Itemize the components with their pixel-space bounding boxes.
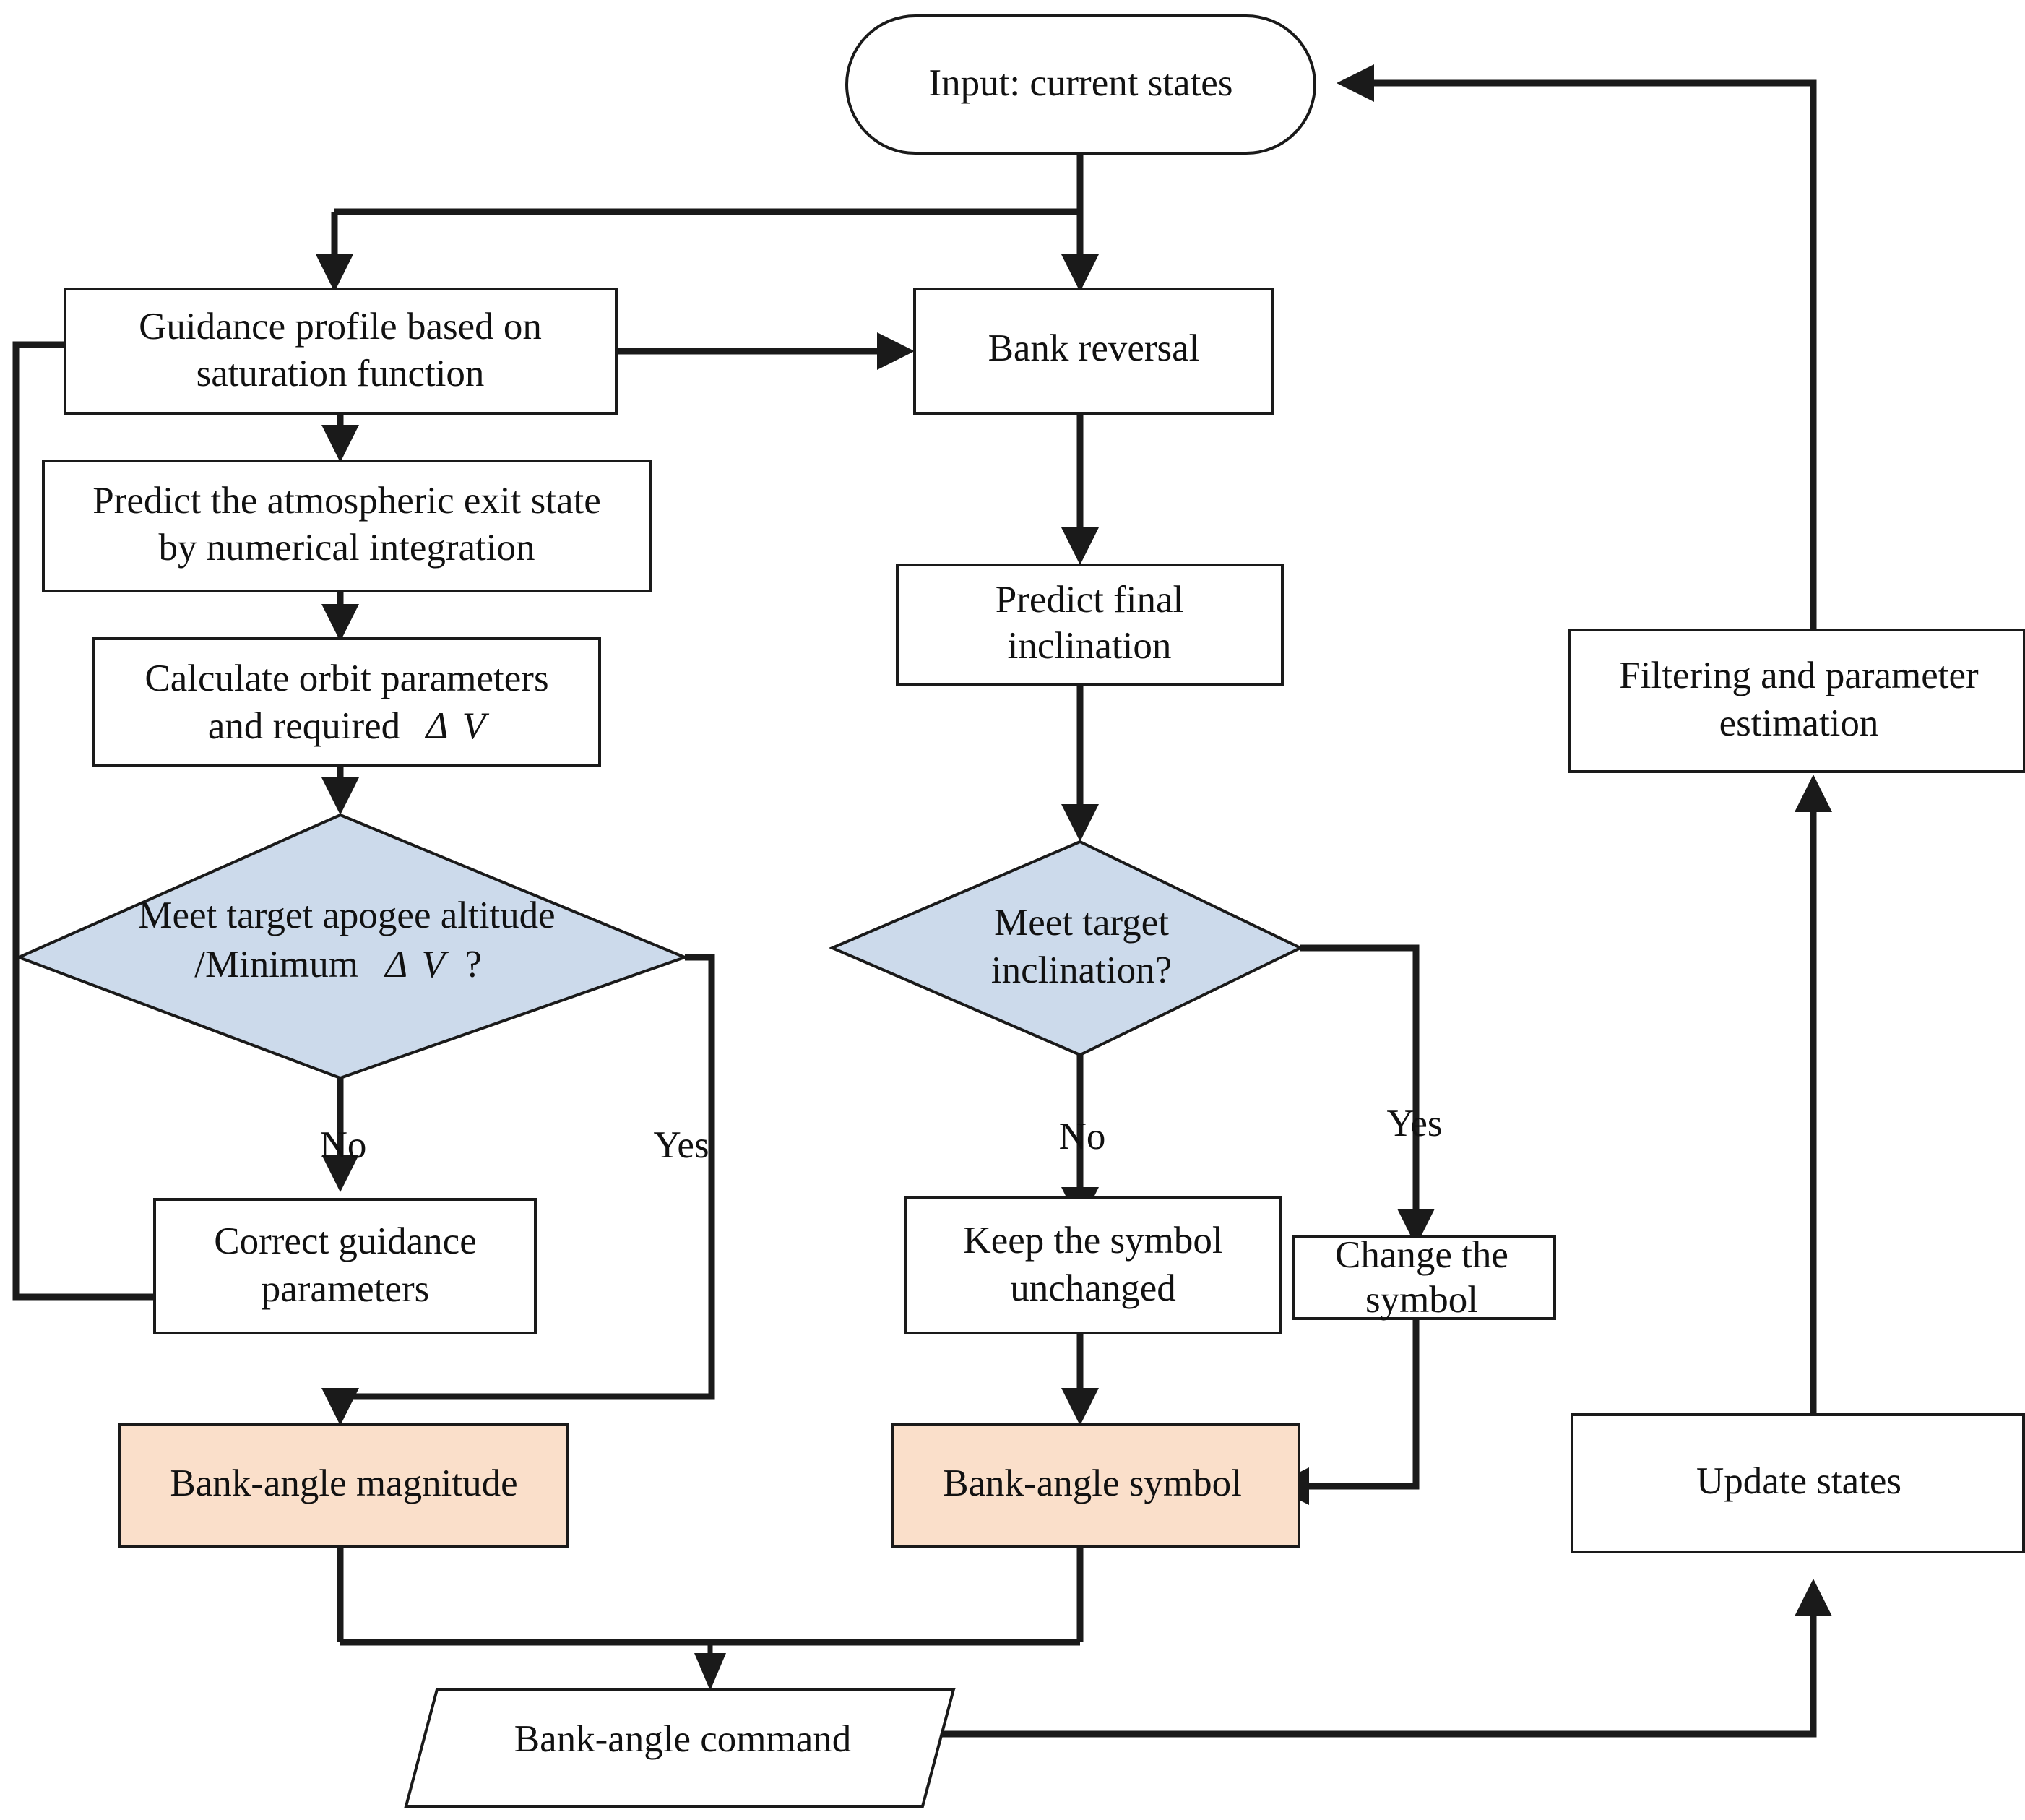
node-bank-angle-magnitude[interactable]: Bank-angle magnitude: [118, 1423, 569, 1548]
node-bank-angle-command[interactable]: Bank-angle command: [404, 1688, 956, 1808]
decision-inclination-label-line1: Meet target: [994, 902, 1169, 944]
calculate-orbit-label-line2-pre: and required: [208, 705, 400, 747]
edge-label-inclination-no: No: [1059, 1116, 1106, 1157]
bank-angle-symbol-shape: [891, 1423, 1300, 1548]
arrowhead-to-input: [1337, 64, 1374, 102]
predict-inclination-label-line1: Predict final: [996, 579, 1184, 621]
keep-symbol-shape: [904, 1196, 1282, 1334]
velocity-symbol: V: [462, 705, 490, 747]
decision-apogee-label-line2: /Minimum Δ V ?: [194, 944, 482, 986]
edge-apogee-yes: [340, 954, 715, 1400]
keep-symbol-label-line1: Keep the symbol: [963, 1220, 1222, 1262]
question-mark: ?: [465, 944, 482, 986]
node-guidance-profile[interactable]: Guidance profile based on saturation fun…: [64, 288, 618, 415]
bank-reversal-label: Bank reversal: [988, 327, 1200, 369]
node-bank-reversal[interactable]: Bank reversal: [913, 288, 1274, 415]
predict-exit-state-label-line1: Predict the atmospheric exit state: [92, 480, 601, 522]
arrowhead-to-predict-inclination: [1061, 527, 1099, 565]
edge-filtering-to-input: [1365, 79, 1817, 634]
edge-label-apogee-no: No: [320, 1124, 367, 1166]
node-keep-symbol[interactable]: Keep the symbol unchanged: [904, 1196, 1282, 1334]
decision-apogee-label-line1: Meet target apogee altitude: [138, 894, 555, 936]
guidance-profile-shape: [64, 288, 618, 415]
node-predict-exit-state[interactable]: Predict the atmospheric exit state by nu…: [42, 460, 652, 592]
update-states-label: Update states: [1696, 1460, 1901, 1502]
correct-guidance-shape: [153, 1198, 537, 1334]
bank-angle-magnitude-label: Bank-angle magnitude: [170, 1462, 517, 1504]
node-input-current-states[interactable]: Input: current states: [845, 14, 1316, 155]
delta-symbol: Δ: [384, 944, 407, 986]
predict-exit-state-label-line2: by numerical integration: [159, 527, 535, 569]
filtering-estimation-label-line2: estimation: [1719, 702, 1879, 744]
decision-apogee-label-line2-pre: /Minimum: [194, 944, 358, 986]
node-filtering-estimation[interactable]: Filtering and parameter estimation: [1568, 629, 2025, 773]
filtering-estimation-shape: [1568, 629, 2025, 773]
bank-angle-command-shape: [404, 1688, 956, 1808]
edge-input-to-split: [331, 152, 1084, 266]
calculate-orbit-label-line1: Calculate orbit parameters: [144, 657, 548, 699]
predict-inclination-label-line2: inclination: [1008, 625, 1172, 667]
arrowhead-to-filtering: [1795, 775, 1832, 812]
delta-symbol: Δ: [424, 705, 448, 747]
arrowhead-to-update-states: [1795, 1579, 1832, 1616]
change-symbol-label-line2: symbol: [1365, 1279, 1478, 1321]
node-calculate-orbit[interactable]: Calculate orbit parameters and required …: [92, 637, 601, 767]
node-change-symbol[interactable]: Change the symbol: [1292, 1234, 1556, 1321]
predict-inclination-shape: [896, 564, 1284, 686]
node-update-states[interactable]: Update states: [1571, 1413, 2025, 1553]
filtering-estimation-label-line1: Filtering and parameter: [1619, 655, 1979, 696]
input-current-states-label: Input: current states: [929, 62, 1233, 104]
bank-angle-magnitude-shape: [118, 1423, 569, 1548]
calculate-orbit-label-line2: and required Δ V: [208, 705, 490, 747]
arrowhead-to-bank-angle-command: [694, 1653, 726, 1691]
edge-change-symbol-to-bank-symbol: [1300, 1319, 1420, 1490]
arrowhead-inclination-yes: [1397, 1209, 1435, 1246]
edge-label-inclination-yes: Yes: [1386, 1103, 1442, 1144]
edge-command-to-update-states: [923, 1608, 1817, 1738]
correct-guidance-label-line2: parameters: [262, 1268, 429, 1310]
bank-angle-command-label: Bank-angle command: [514, 1718, 852, 1760]
edge-label-apogee-yes: Yes: [653, 1124, 709, 1166]
arrowhead-to-decision-apogee: [321, 777, 359, 815]
guidance-profile-label-line2: saturation function: [197, 353, 485, 394]
arrowhead-to-bank-reversal: [1061, 254, 1099, 292]
decision-apogee-shape: [14, 813, 689, 1080]
change-symbol-shape: [1292, 1235, 1556, 1320]
node-decision-apogee[interactable]: Meet target apogee altitude /Minimum Δ V…: [14, 813, 689, 1080]
arrowhead-to-predict-exit: [321, 425, 359, 462]
velocity-symbol: V: [422, 944, 449, 986]
node-decision-inclination[interactable]: Meet target inclination?: [828, 840, 1304, 1057]
keep-symbol-label-line2: unchanged: [1010, 1267, 1176, 1309]
calculate-orbit-shape: [92, 637, 601, 767]
correct-guidance-label-line1: Correct guidance: [214, 1220, 476, 1262]
bank-angle-symbol-label: Bank-angle symbol: [943, 1462, 1242, 1504]
node-predict-inclination[interactable]: Predict final inclination: [896, 564, 1284, 686]
arrowhead-to-decision-inclination: [1061, 804, 1099, 842]
arrowhead-keep-to-bank-symbol: [1061, 1388, 1099, 1426]
decision-inclination-label-line2: inclination?: [991, 949, 1172, 991]
predict-exit-state-shape: [42, 460, 652, 592]
arrowhead-to-calc-orbit: [321, 604, 359, 642]
input-current-states-shape: [845, 14, 1316, 155]
connector-layer: [12, 64, 1832, 1738]
arrowhead-apogee-no: [321, 1155, 359, 1192]
edge-inclination-yes: [1300, 944, 1420, 1217]
arrowhead-to-guidance-profile: [316, 254, 353, 292]
bank-reversal-shape: [913, 288, 1274, 415]
node-bank-angle-symbol[interactable]: Bank-angle symbol: [891, 1423, 1300, 1548]
guidance-profile-label-line1: Guidance profile based on: [139, 306, 542, 348]
arrowhead-guidance-to-bank-reversal: [877, 332, 915, 370]
decision-inclination-shape: [828, 840, 1304, 1057]
arrowhead-apogee-yes-to-magnitude: [321, 1388, 359, 1426]
change-symbol-label-line1: Change the: [1335, 1234, 1508, 1276]
update-states-shape: [1571, 1413, 2025, 1553]
node-correct-guidance[interactable]: Correct guidance parameters: [153, 1198, 537, 1334]
